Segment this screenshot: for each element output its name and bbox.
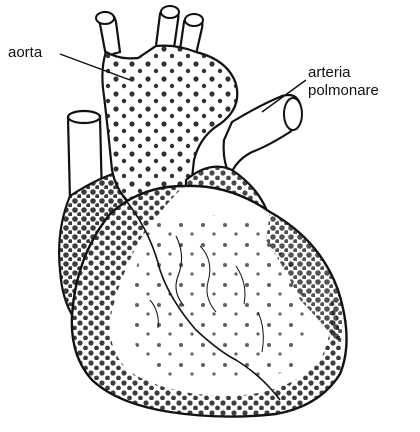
ventricles	[72, 186, 347, 417]
pulmonary-artery-label-line1: arteria	[308, 64, 351, 81]
pulmonary-artery-label-line2: polmonare	[308, 82, 379, 99]
aorta-label: aorta	[8, 44, 42, 61]
